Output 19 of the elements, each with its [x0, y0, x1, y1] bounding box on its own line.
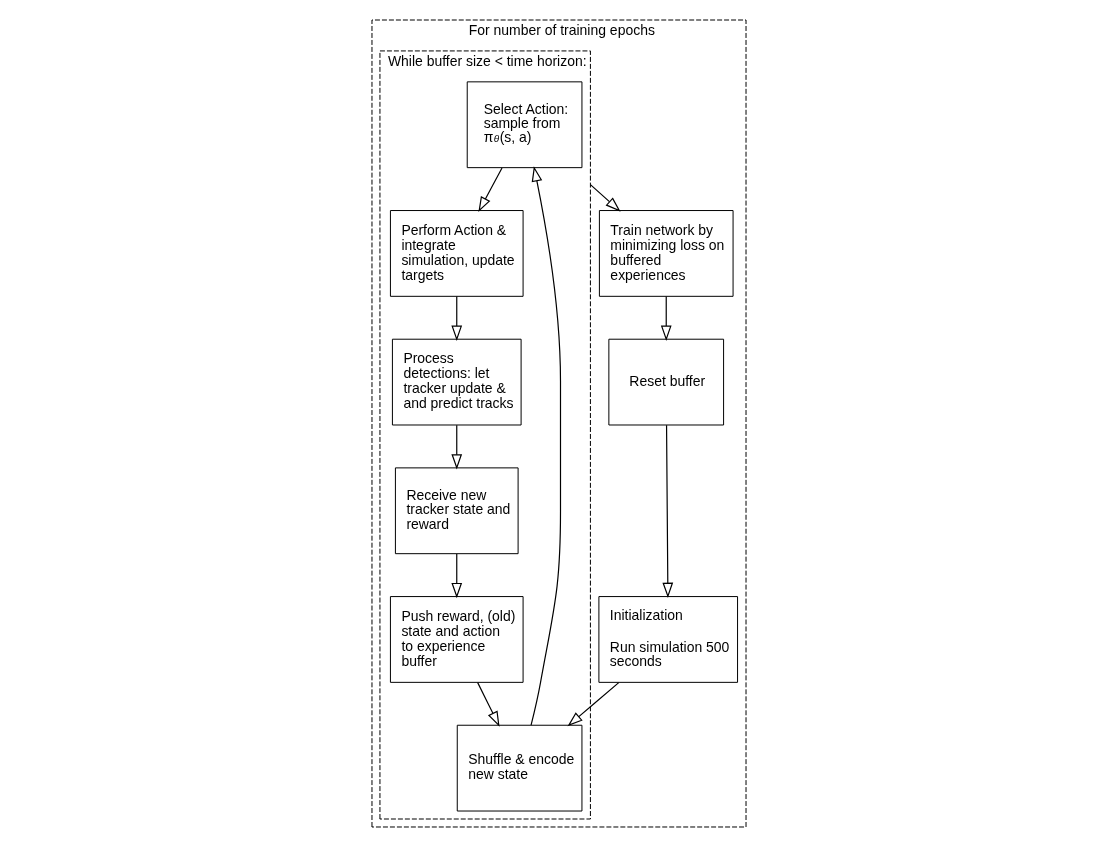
arrow [451, 424, 463, 470]
arrow [477, 682, 500, 727]
arrow [530, 166, 562, 726]
arrow [662, 424, 674, 599]
arrow [567, 682, 620, 727]
arrow [451, 296, 463, 341]
arrow [589, 184, 621, 212]
arrow [451, 553, 463, 599]
node-box: Select Action: sample from πθ(s, a) [466, 81, 583, 169]
arrow [660, 296, 672, 341]
arrow [478, 167, 503, 213]
node-box: Receive new tracker state and reward [394, 467, 519, 555]
node-box: Process detections: let tracker update & and predict tracks [391, 338, 522, 426]
node-box: Shuffle & encode new state [456, 724, 583, 812]
node-box: Reset buffer [608, 338, 725, 426]
node-box: Initialization Run simulation 500 seconds [598, 596, 739, 683]
node-box: Train network by minimizing loss on buffered experiences [598, 210, 734, 297]
node-box: Push reward, (old) state and action to experience buffer [389, 596, 524, 683]
node-box: Perform Action & integrate simulation, update targets [389, 210, 524, 297]
